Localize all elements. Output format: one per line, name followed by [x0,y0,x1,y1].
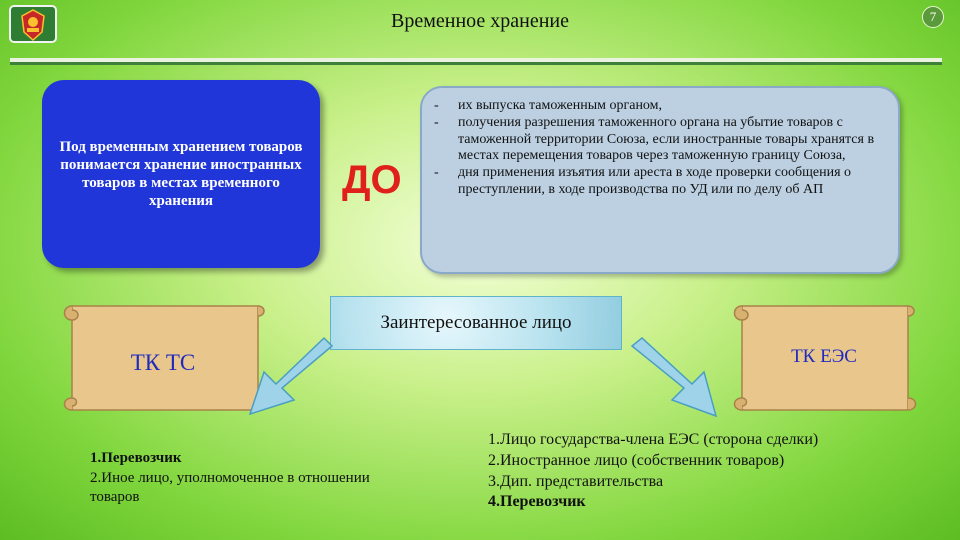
tk-eaes-list: 1.Лицо государства-члена ЕЭС (сторона сд… [488,430,938,513]
list-item: 1.Лицо государства-члена ЕЭС (сторона сд… [488,431,819,448]
list-dash: - [434,114,439,130]
interested-person-box: Заинтересованное лицо [330,296,622,350]
condition-text: дня применения изъятия или ареста в ходе… [458,165,852,197]
tk-ts-label: ТК ТС [130,350,196,375]
list-item: 4.Перевозчик [488,493,586,511]
condition-item: - дня применения изъятия или ареста в хо… [434,165,882,199]
tk-eaes-scroll: ТК ЕЭС [730,298,918,420]
condition-text: получения разрешения таможенного органа … [458,114,875,164]
definition-box: Под временным хранением товаров понимает… [42,80,320,268]
arrow-down-left-icon [248,336,334,416]
list-dash: - [434,165,439,181]
tk-eaes-label: ТК ЕЭС [791,346,857,367]
until-label: ДО [342,158,402,202]
list-dash: - [434,98,439,113]
list-item: 2.Иное лицо, уполномоченное в отношении … [90,469,370,506]
page-number-badge: 7 [922,6,944,28]
tk-ts-list: 1.Перевозчик 2.Иное лицо, уполномоченное… [90,449,380,508]
header-divider [10,58,942,66]
list-item: 1.Перевозчик [90,450,182,466]
slide-title: Временное хранение [390,10,570,32]
customs-emblem-icon [9,5,57,43]
arrow-down-right-icon [630,337,718,418]
condition-item: - получения разрешения таможенного орган… [434,115,882,165]
list-item: 2.Иностранное лицо (собственник товаров) [488,451,785,469]
tk-ts-scroll: ТК ТС [58,298,268,420]
scroll-shape [63,305,267,411]
definition-text: Под временным хранением товаров понимает… [59,139,303,209]
condition-item: - их выпуска таможенным органом, [434,98,882,115]
list-item: 3.Дип. представительства [488,472,664,490]
conditions-box: - их выпуска таможенным органом, - получ… [420,86,900,274]
condition-text: их выпуска таможенным органом, [458,98,663,113]
scroll-shape [733,305,917,411]
